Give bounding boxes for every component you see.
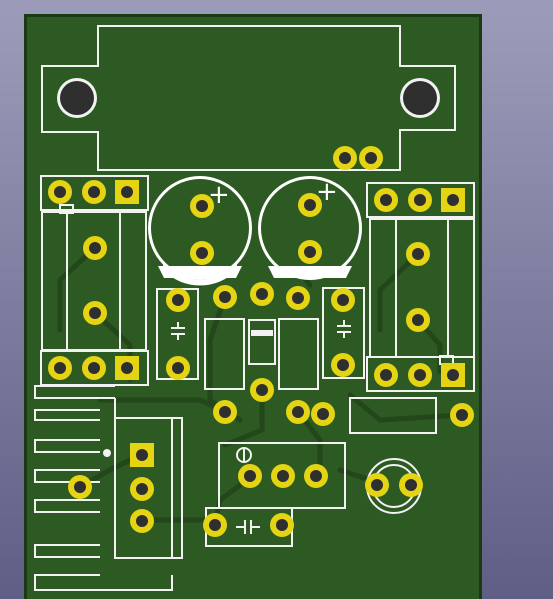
mounting-hole-drill xyxy=(403,81,437,115)
pad-drill-hole xyxy=(304,246,316,258)
pad-drill-hole xyxy=(219,291,231,303)
electrolytic-cap-1-top xyxy=(151,179,249,277)
pads xyxy=(48,146,474,537)
mounting-holes xyxy=(57,78,440,118)
pad-drill-hole xyxy=(172,294,184,306)
pad-drill-hole xyxy=(121,362,133,374)
pad-drill-hole xyxy=(380,369,392,381)
diode-outline xyxy=(248,319,276,365)
electrolytic-cap-2-stripe-fill xyxy=(268,266,352,278)
pad-drill-hole xyxy=(244,470,256,482)
pad-drill-hole xyxy=(136,515,148,527)
pad-drill-hole xyxy=(447,369,459,381)
pad-drill-hole xyxy=(292,292,304,304)
pad-drill-hole xyxy=(54,362,66,374)
pad-drill-hole xyxy=(88,362,100,374)
trace xyxy=(347,392,465,423)
pad-drill-hole xyxy=(371,479,383,491)
pad-drill-hole xyxy=(196,200,208,212)
trace xyxy=(222,387,265,448)
pad-drill-hole xyxy=(88,186,100,198)
ceramic-cap-symbol xyxy=(236,520,260,534)
pad-drill-hole xyxy=(310,470,322,482)
pad-drill-hole xyxy=(136,483,148,495)
pad-drill-hole xyxy=(209,519,221,531)
cap-right-symbol xyxy=(337,320,351,338)
to220-outline xyxy=(114,417,183,559)
pad-drill-hole xyxy=(339,152,351,164)
pad-drill-hole xyxy=(172,362,184,374)
left-regulator-header-outline xyxy=(40,175,149,211)
pad-drill-hole xyxy=(405,479,417,491)
pad-drill-hole xyxy=(304,199,316,211)
capacitor-symbols xyxy=(103,320,351,534)
pad-drill-hole xyxy=(121,186,133,198)
pad-drill-hole xyxy=(256,384,268,396)
resistor-right-outline xyxy=(278,318,319,390)
electrolytic-cap-1-stripe xyxy=(163,263,237,286)
electrolytic-capacitors: + + xyxy=(148,176,362,286)
pad-drill-hole xyxy=(196,247,208,259)
cap-2-plus-sign: + xyxy=(316,177,338,207)
pad-drill-hole xyxy=(447,194,459,206)
pad-drill-hole xyxy=(365,152,377,164)
pad-drill-hole xyxy=(89,242,101,254)
pad-drill-hole xyxy=(89,307,101,319)
pad-drill-hole xyxy=(414,194,426,206)
cap-left-symbol xyxy=(171,322,185,340)
pad-drill-hole xyxy=(412,248,424,260)
mounting-hole-drill xyxy=(60,81,94,115)
pad-drill-hole xyxy=(54,186,66,198)
left-regulator-notch xyxy=(59,204,74,214)
right-regulator-header-outline xyxy=(366,182,475,218)
right-regulator-lower-header-outline xyxy=(366,356,475,392)
pad-drill-hole xyxy=(337,359,349,371)
electrolytic-cap-2-top xyxy=(261,179,359,277)
pad-drill-hole xyxy=(74,481,86,493)
pad-drill-hole xyxy=(136,449,148,461)
pad-drill-hole xyxy=(414,369,426,381)
pad-drill-hole xyxy=(456,409,468,421)
heatsink-fins xyxy=(34,385,173,591)
pad-drill-hole xyxy=(292,406,304,418)
cap-right-outline xyxy=(322,287,365,379)
pad-drill-hole xyxy=(317,408,329,420)
pad-drill-hole xyxy=(412,314,424,326)
diode-band xyxy=(251,330,273,336)
resistor-body-outline xyxy=(349,397,437,434)
trace xyxy=(57,245,98,333)
heatsink-outline xyxy=(41,25,456,171)
pad-drill-hole xyxy=(219,406,231,418)
trace xyxy=(377,251,421,333)
pin1-dot xyxy=(103,449,111,457)
pad-drill-hole xyxy=(256,288,268,300)
pad-drill-hole xyxy=(276,519,288,531)
pad-drill-hole xyxy=(277,470,289,482)
pad-drill-hole xyxy=(380,194,392,206)
pad-drill-hole xyxy=(337,294,349,306)
resistor-left-outline xyxy=(204,318,245,390)
electrolytic-cap-1-stripe-fill xyxy=(158,266,242,278)
